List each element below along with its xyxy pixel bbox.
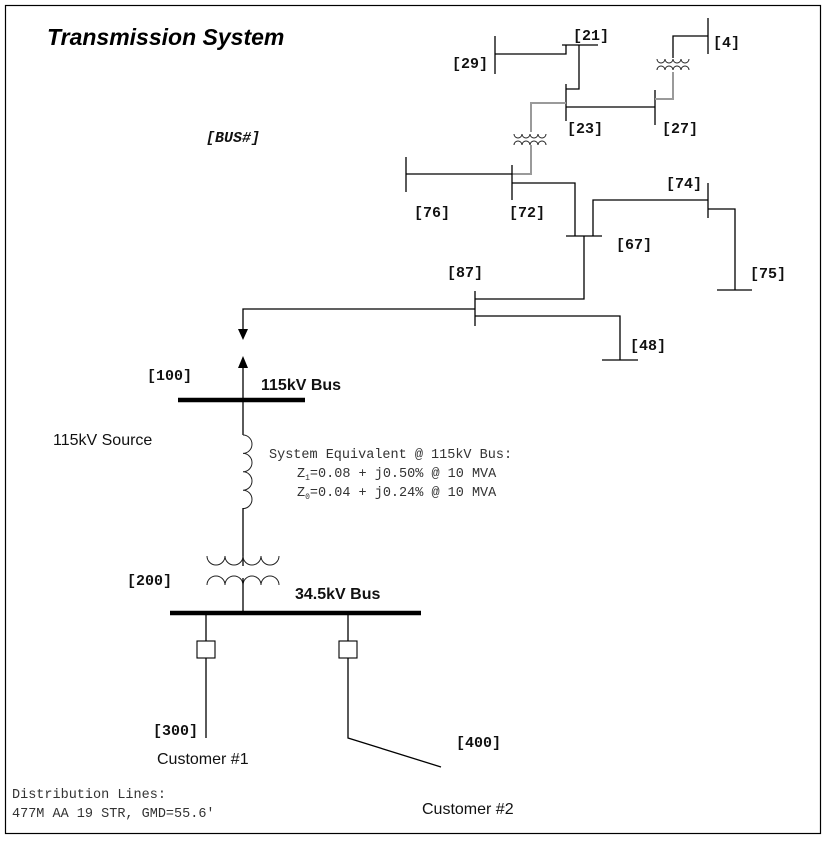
bus-label-4: [4] [713,35,740,52]
bus-label-87: [87] [447,265,483,282]
bus-label-48: [48] [630,338,666,355]
feeder-2 [338,613,442,768]
source-inductor-icon [242,434,253,510]
bus-label-23: [23] [567,121,603,138]
source-115kv-label: 115kV Source [53,432,152,449]
line-87-100 [242,308,475,330]
bus-label-76: [76] [414,205,450,222]
bus-number-legend: [BUS#] [206,130,260,147]
breaker-2-icon [338,640,358,659]
diagram-border [4,4,822,835]
transformer-27-4-icon [656,58,690,71]
bus-label-74: [74] [666,176,702,193]
bus-label-100: [100] [147,368,192,385]
source-section [170,356,421,616]
bus-label-21: [21] [573,28,609,45]
distribution-lines-heading: Distribution Lines: [12,788,166,803]
xfmr-27-4-lead-high [672,35,708,58]
feeder-2-line [347,658,442,768]
bus-label-200: [200] [127,573,172,590]
z1-impedance: Z1=0.08 + j0.50% @ 10 MVA [297,467,497,483]
bus-label-27: [27] [662,121,698,138]
distribution-lines-spec: 477M AA 19 STR, GMD=55.6' [12,807,215,822]
arrow-down-icon [238,329,248,340]
transformer-23-72-icon [513,133,547,146]
bus-label-300: [300] [153,723,198,740]
bus-label-75: [75] [750,266,786,283]
transmission-network [238,18,752,361]
line-21-23 [566,45,580,90]
z0-impedance: Z0=0.04 + j0.24% @ 10 MVA [297,486,497,502]
xfmr-23-72-lead-high [530,102,566,132]
arrow-up-icon [238,356,248,368]
line-72-67 [512,182,576,236]
bus-label-29: [29] [452,56,488,73]
bus-115kv-label: 115kV Bus [261,377,341,394]
line-67-74 [592,199,708,236]
bus-34kv-label: 34.5kV Bus [295,586,380,603]
feeder-1 [196,613,216,738]
customer-2-label: Customer #2 [422,801,514,818]
diagram-title: Transmission System [47,24,284,50]
customer-1-label: Customer #1 [157,751,249,768]
line-74-75 [708,208,736,290]
line-67-87 [475,236,585,300]
bus-label-400: [400] [456,735,501,752]
breaker-1-icon [196,640,216,659]
system-equivalent-heading: System Equivalent @ 115kV Bus: [269,448,512,463]
bus-label-67: [67] [616,237,652,254]
bus-label-72: [72] [509,205,545,222]
line-87-48 [475,315,621,360]
line-29-21 [495,45,567,55]
xfmr-27-4-lead-low [655,72,674,100]
xfmr-23-72-lead-low [512,145,532,175]
